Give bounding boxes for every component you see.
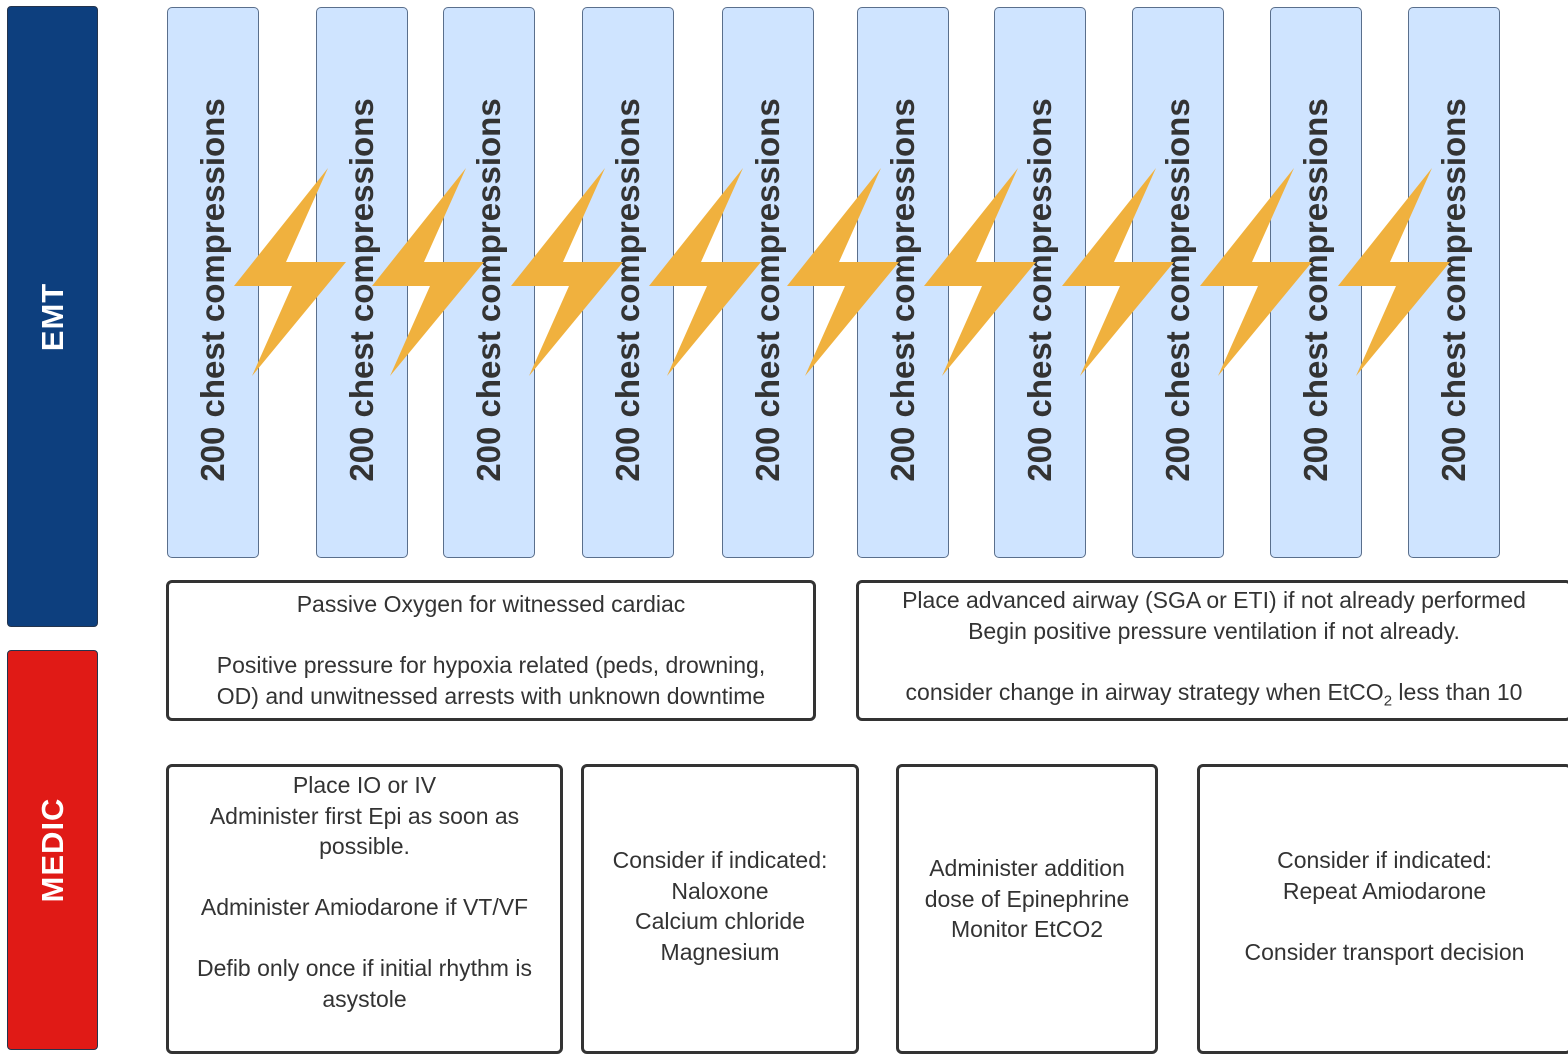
epi-box: Administer addition dose of Epinephrine … [896,764,1158,1054]
compression-label: 200 chest compressions [194,98,231,482]
consider-line: Magnesium [660,938,780,965]
access-line: Administer Amiodarone if VT/VF [200,894,529,920]
airway-box: Place advanced airway (SGA or ETI) if no… [856,580,1568,721]
medic-lane: MEDIC [7,650,98,1050]
oxygen-line: OD) and unwitnessed arrests with unknown… [216,682,766,709]
oxygen-line: Passive Oxygen for witnessed cardiac [296,591,686,617]
repeat-line: Repeat Amiodarone [1282,877,1487,904]
access-line: Defib only once if initial rhythm is [197,955,532,981]
lightning-bolt-icon [924,168,1036,376]
airway-line: Place advanced airway (SGA or ETI) if no… [902,587,1526,613]
access-box: Place IO or IV Administer first Epi as s… [166,764,563,1054]
medic-lane-label: MEDIC [34,797,70,903]
access-line: Place IO or IV [292,772,437,798]
emt-lane-label: EMT [34,282,70,351]
lightning-bolt-icon [511,168,623,376]
epi-line: dose of Epinephrine [924,885,1130,912]
airway-line-text: less than 10 [1392,678,1523,705]
repeat-line: Consider if indicated: [1277,847,1492,873]
epi-line: Administer addition [929,855,1125,881]
access-line: possible. [319,833,410,859]
lightning-bolt-icon [1338,168,1450,376]
access-line: asystole [322,985,407,1012]
lightning-bolt-icon [1062,168,1174,376]
consider-line: Calcium chloride [634,908,805,934]
oxygen-line: Positive pressure for hypoxia related (p… [216,652,766,678]
lightning-bolt-icon [649,168,761,376]
emt-lane: EMT [7,6,98,627]
lightning-bolt-icon [234,168,346,376]
epi-line: Monitor EtCO2 [950,916,1104,942]
consider-box: Consider if indicated: Naloxone Calcium … [581,764,859,1054]
oxygen-box: Passive Oxygen for witnessed cardiac Pos… [166,580,816,721]
repeat-line: Consider transport decision [1244,938,1525,965]
airway-line-text: consider change in airway strategy when … [905,678,1384,705]
lightning-bolt-icon [372,168,484,376]
lightning-bolt-icon [1200,168,1312,376]
airway-etco2-line: consider change in airway strategy when … [859,677,1568,710]
repeat-box: Consider if indicated: Repeat Amiodarone… [1197,764,1568,1054]
airway-line: Begin positive pressure ventilation if n… [968,617,1460,644]
subscript-2: 2 [1383,692,1393,710]
consider-line: Consider if indicated: [612,847,828,873]
access-line: Administer first Epi as soon as [209,802,520,829]
lightning-bolt-icon [787,168,899,376]
consider-line: Naloxone [671,877,769,904]
